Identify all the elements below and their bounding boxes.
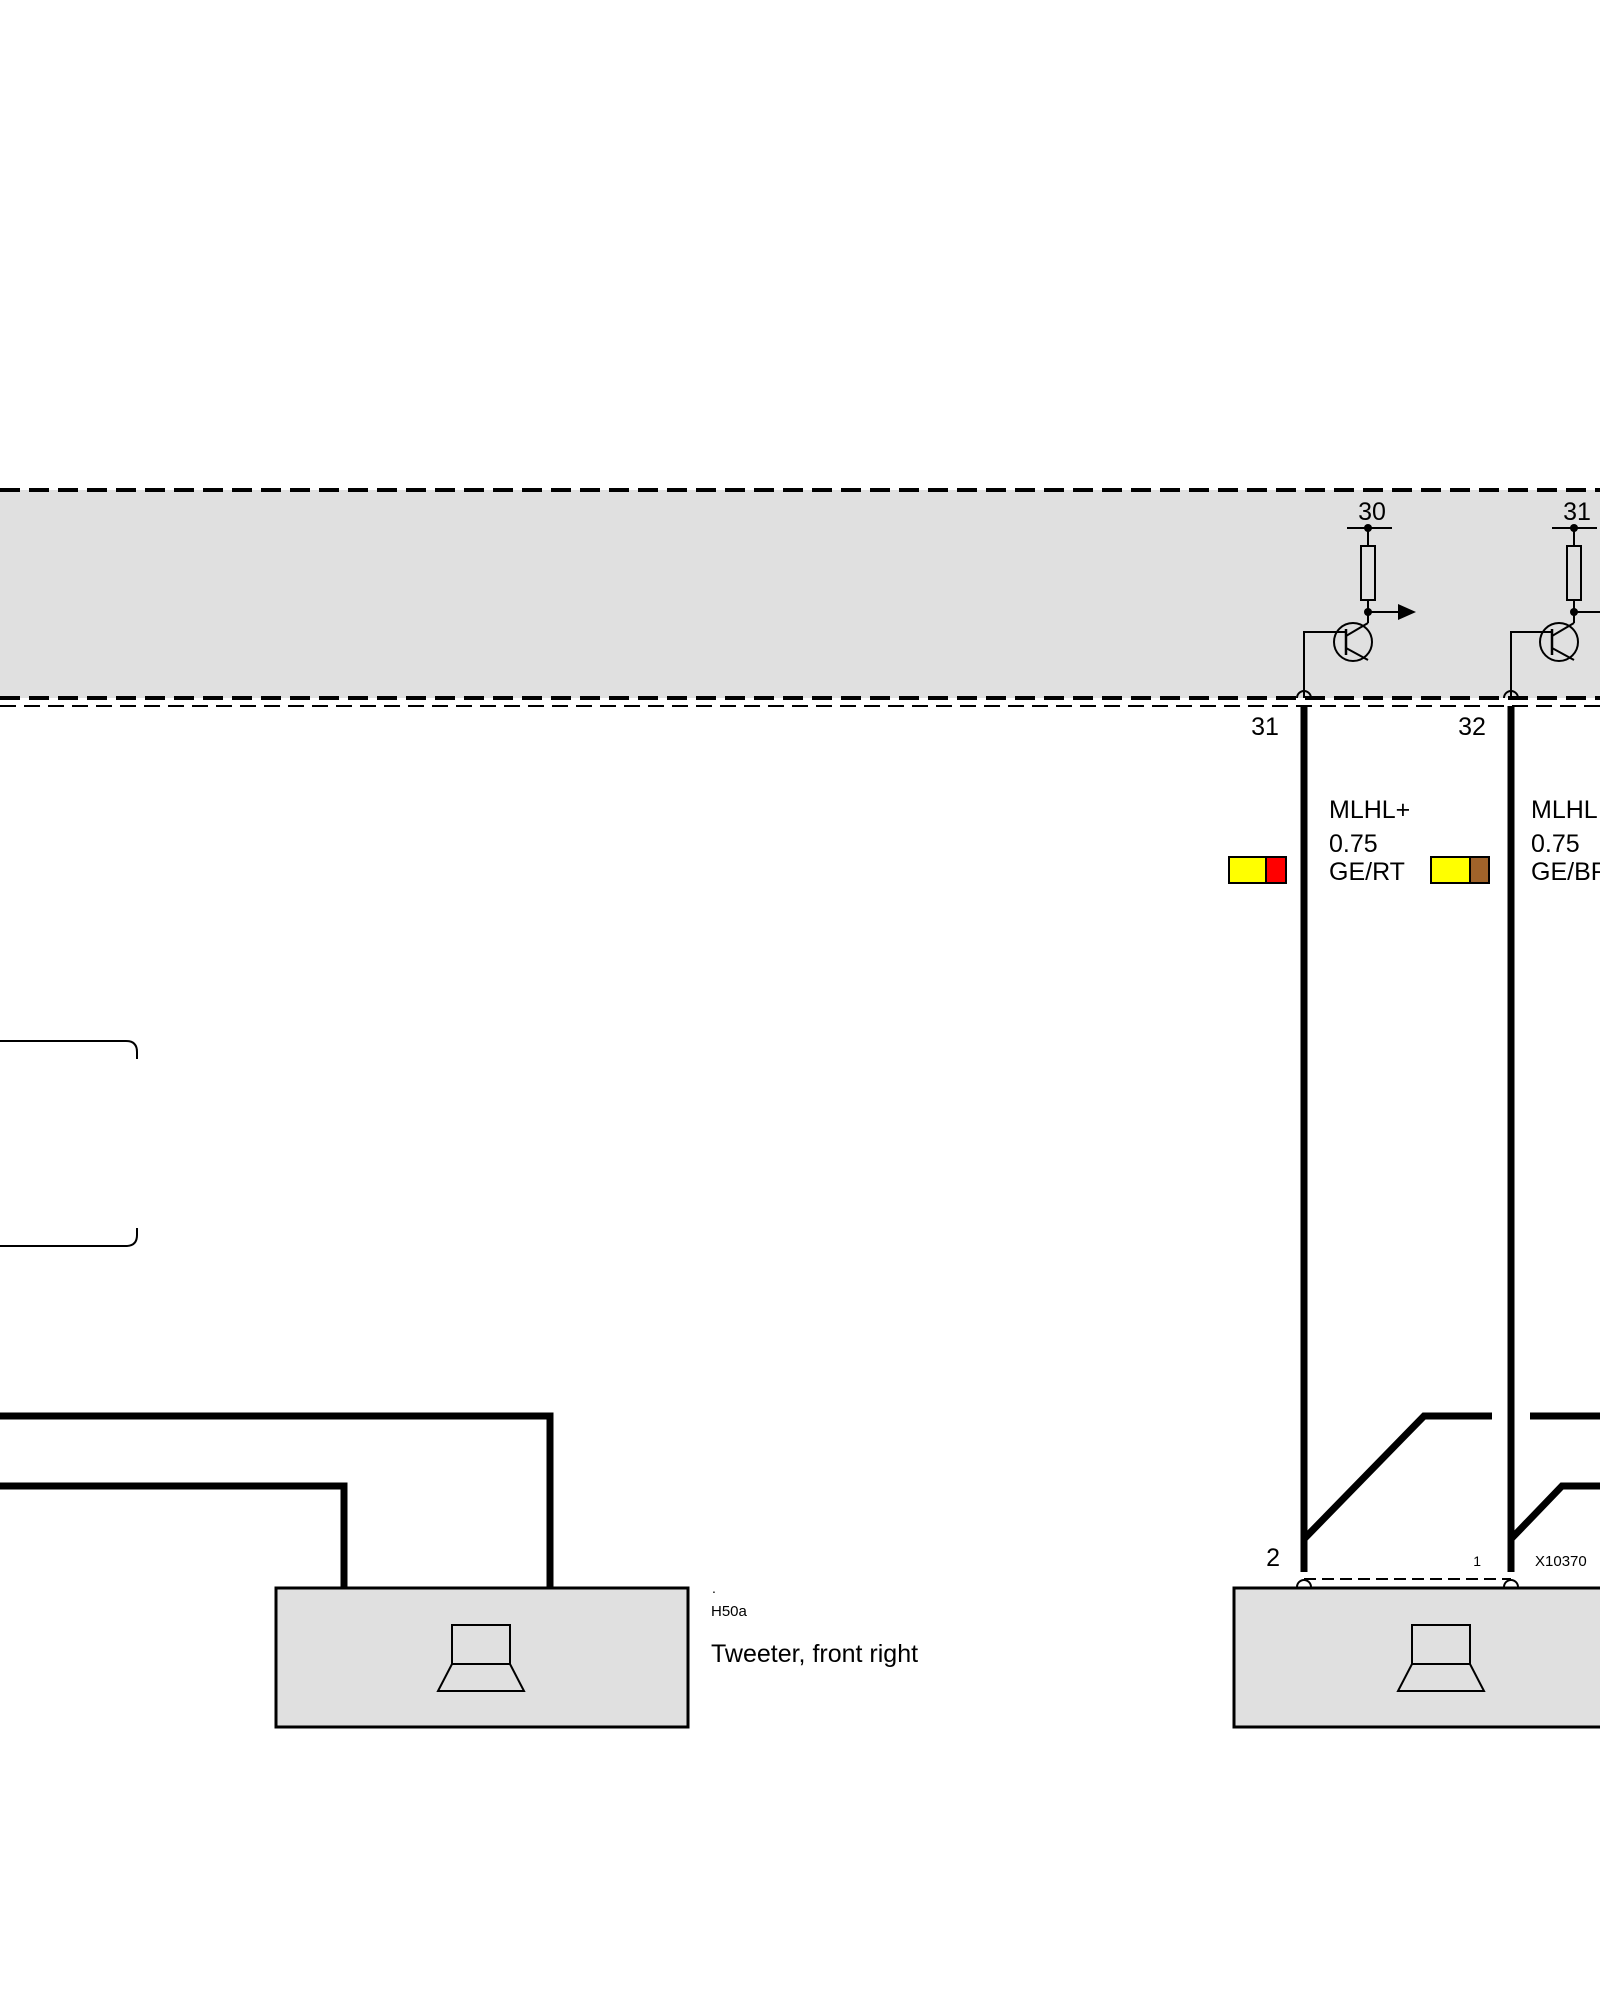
wire-2-gauge: 0.75: [1531, 830, 1580, 858]
module-pin-top-2: 31: [1563, 498, 1591, 526]
wire-1-info: MLHL+ 0.75 GE/RT: [1228, 796, 1410, 886]
wire-2-info: MLHL 0.75 GE/BF: [1430, 796, 1600, 886]
resistor-icon: [1566, 545, 1582, 601]
output-stage-2: 31 32: [1458, 498, 1600, 741]
tweeter-label: Tweeter, front right: [711, 1640, 918, 1668]
tweeter-front-right: [274, 1586, 690, 1729]
control-module: [0, 488, 1600, 707]
output-stage-1: 30 31: [1251, 498, 1416, 741]
twisted-pair-1: [1301, 1412, 1492, 1542]
tweeter-wire-outer: [0, 1412, 554, 1590]
wire-2-color-code: GE/BF: [1531, 858, 1600, 886]
wire-1-color-swatch: [1228, 856, 1287, 884]
resistor-icon: [1360, 545, 1376, 601]
twisted-pair-2: [1508, 1482, 1600, 1542]
tweeter-id: H50a: [711, 1603, 748, 1620]
module-pin-top-1: 30: [1358, 498, 1386, 526]
component-bracket: [0, 1040, 138, 1247]
connector-x10370: 2 1 X10370: [1266, 1544, 1587, 1588]
connector-pin-left: 2: [1266, 1544, 1280, 1572]
tweeter-wire-inner: [0, 1482, 348, 1590]
transistor-icon: [1510, 612, 1579, 698]
wire-1-signal: MLHL+: [1329, 796, 1410, 824]
connector-id: X10370: [1535, 1553, 1587, 1570]
speaker-icon: [436, 1624, 526, 1692]
tweeter-dot: .: [712, 1580, 716, 1596]
connector-pin-right: 1: [1473, 1553, 1481, 1569]
output-arrow-icon: [1368, 604, 1416, 620]
wire-1-color-code: GE/RT: [1329, 858, 1405, 886]
wire-2-signal: MLHL: [1531, 796, 1598, 824]
wire-2-color-swatch: [1430, 856, 1490, 884]
module-pin-bottom-1: 31: [1251, 713, 1279, 741]
transistor-icon: [1303, 612, 1373, 698]
speaker-right-component: [1232, 1586, 1600, 1729]
speaker-icon: [1396, 1624, 1486, 1692]
module-pin-bottom-2: 32: [1458, 713, 1486, 741]
wire-1-gauge: 0.75: [1329, 830, 1378, 858]
